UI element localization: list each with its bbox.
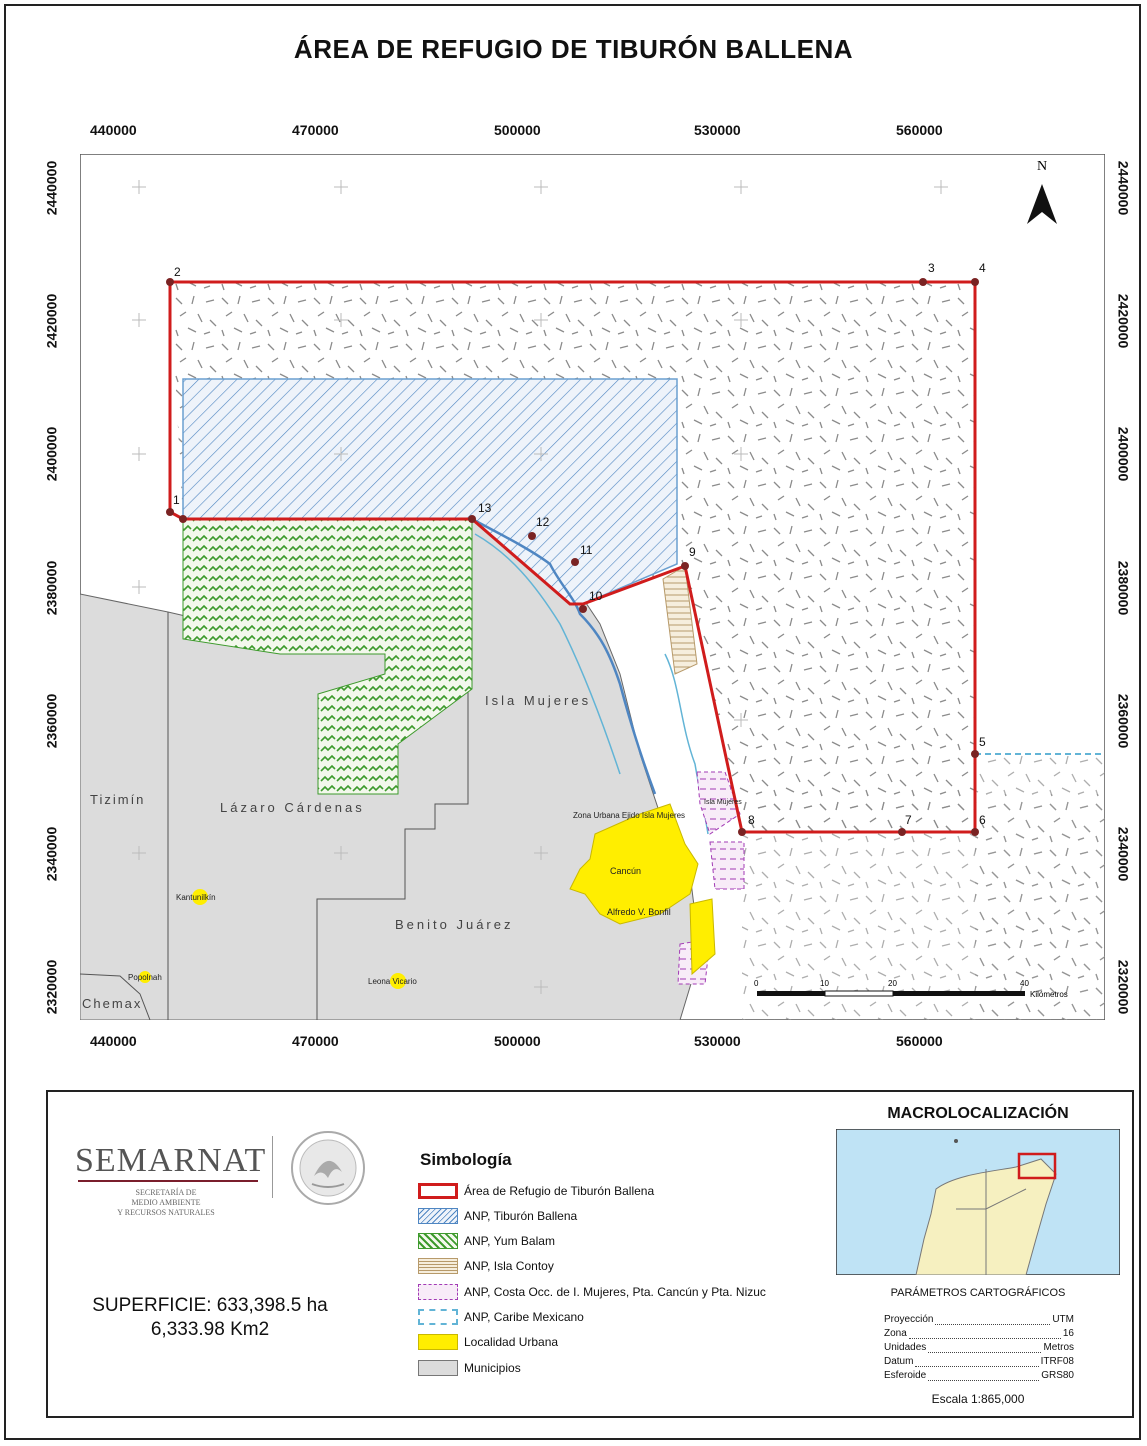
y-tick-right: 2420000 <box>1115 293 1132 349</box>
legend-item: Localidad Urbana <box>418 1332 558 1352</box>
place-label-cancun: Cancún <box>610 866 641 876</box>
legend-swatch-tiburon <box>418 1208 458 1224</box>
vertex-label: 4 <box>979 261 986 275</box>
y-tick-left: 2400000 <box>43 426 60 482</box>
x-tick-top: 500000 <box>494 122 541 138</box>
scale-label: 40 <box>1020 979 1029 988</box>
place-label-alfredo-bonfil: Alfredo V. Bonfil <box>607 907 671 917</box>
y-tick-left: 2320000 <box>43 959 60 1015</box>
x-tick-bottom: 440000 <box>90 1033 137 1049</box>
vertex-label: 10 <box>589 589 603 603</box>
logo-semarnat: SEMARNAT <box>75 1142 267 1179</box>
legend-swatch-contoy <box>418 1258 458 1274</box>
legend-item: ANP, Tiburón Ballena <box>418 1206 577 1226</box>
place-label-isla-mujeres-small: Isla Mujeres <box>704 799 742 806</box>
params-title: PARÁMETROS CARTOGRÁFICOS <box>890 1287 1066 1299</box>
vertex-label: 5 <box>979 735 986 749</box>
vertex-label: 12 <box>536 515 550 529</box>
scale-bar: 0 10 20 40 Kilómetros <box>754 979 1068 999</box>
legend-swatch-urbana <box>418 1334 458 1350</box>
x-tick-top: 470000 <box>292 122 339 138</box>
logo-rule <box>78 1180 258 1182</box>
legend-item: ANP, Yum Balam <box>418 1231 555 1251</box>
legend-title: Simbología <box>420 1150 512 1169</box>
logo-divider <box>272 1136 273 1198</box>
scale-label: 10 <box>820 979 829 988</box>
legend-swatch-refugio <box>418 1183 458 1199</box>
vertex-label: 9 <box>689 545 696 559</box>
vertex-label: 13 <box>478 501 492 515</box>
scale-unit: Kilómetros <box>1030 990 1068 999</box>
coat-of-arms-icon <box>291 1131 365 1205</box>
vertex-label: 7 <box>905 813 912 827</box>
y-tick-right: 2380000 <box>1115 560 1132 616</box>
legend-swatch-costa-occ <box>418 1284 458 1300</box>
legend-panel <box>46 1090 1134 1418</box>
macro-map <box>836 1129 1120 1275</box>
vertex-label: 1 <box>173 493 180 507</box>
place-label-benito-juarez: Benito Juárez <box>395 917 514 932</box>
y-tick-left: 2420000 <box>43 293 60 349</box>
y-tick-right: 2340000 <box>1115 826 1132 882</box>
map-title: ÁREA DE REFUGIO DE TIBURÓN BALLENA <box>293 34 854 64</box>
vertex-label: 6 <box>979 813 986 827</box>
x-tick-bottom: 470000 <box>292 1033 339 1049</box>
map-frame <box>4 4 1141 1440</box>
vertex-label: 3 <box>928 261 935 275</box>
vertex-label: 2 <box>174 265 181 279</box>
place-label-kantunilkin: Kantunilkín <box>176 893 216 902</box>
place-label-lazaro-cardenas: Lázaro Cárdenas <box>220 800 365 815</box>
x-tick-bottom: 560000 <box>896 1033 943 1049</box>
y-tick-left: 2360000 <box>43 693 60 749</box>
macro-title: MACROLOCALIZACIÓN <box>887 1105 1069 1122</box>
legend-swatch-caribe <box>418 1309 458 1325</box>
x-tick-top: 530000 <box>694 122 741 138</box>
legend-item: Municipios <box>418 1358 521 1378</box>
legend-item: Área de Refugio de Tiburón Ballena <box>418 1181 654 1201</box>
place-label-isla-mujeres: Isla Mujeres <box>485 693 591 708</box>
x-tick-bottom: 500000 <box>494 1033 541 1049</box>
scale-label: 20 <box>888 979 897 988</box>
place-label-zona-urbana: Zona Urbana Ejido Isla Mujeres <box>573 811 685 820</box>
y-tick-right: 2360000 <box>1115 693 1132 749</box>
legend-item: ANP, Caribe Mexicano <box>418 1307 584 1327</box>
y-tick-right: 2400000 <box>1115 426 1132 482</box>
place-label-tizimin: Tizimín <box>90 792 145 807</box>
legend-item: ANP, Costa Occ. de I. Mujeres, Pta. Canc… <box>418 1282 766 1302</box>
legend-item: ANP, Isla Contoy <box>418 1256 554 1276</box>
y-tick-right: 2320000 <box>1115 959 1132 1015</box>
y-tick-right: 2440000 <box>1115 160 1132 216</box>
north-label: N <box>1037 159 1047 174</box>
y-tick-left: 2340000 <box>43 826 60 882</box>
vertex-label: 8 <box>748 813 755 827</box>
legend-swatch-yum-balam <box>418 1233 458 1249</box>
x-tick-top: 440000 <box>90 122 137 138</box>
x-tick-top: 560000 <box>896 122 943 138</box>
y-tick-left: 2380000 <box>43 560 60 616</box>
superficie-text: SUPERFICIE: 633,398.5 ha 6,333.98 Km2 <box>92 1295 328 1340</box>
place-label-popolnah: Popolnah <box>128 973 162 982</box>
vertex-label: 11 <box>580 543 593 557</box>
scale-text: Escala 1:865,000 <box>931 1392 1025 1406</box>
scale-label: 0 <box>754 979 759 988</box>
y-tick-left: 2440000 <box>43 160 60 216</box>
x-tick-bottom: 530000 <box>694 1033 741 1049</box>
north-arrow-icon <box>1027 184 1057 224</box>
legend-swatch-municipios <box>418 1360 458 1376</box>
main-map: N 1 2 3 4 5 6 7 8 9 10 11 12 13 Isla Muj… <box>80 154 1105 1020</box>
logo-subtitle: SECRETARÍA DE MEDIO AMBIENTE Y RECURSOS … <box>117 1188 215 1217</box>
place-label-chemax: Chemax <box>82 996 142 1011</box>
place-label-leona-vicario: Leona Vicario <box>368 977 417 986</box>
